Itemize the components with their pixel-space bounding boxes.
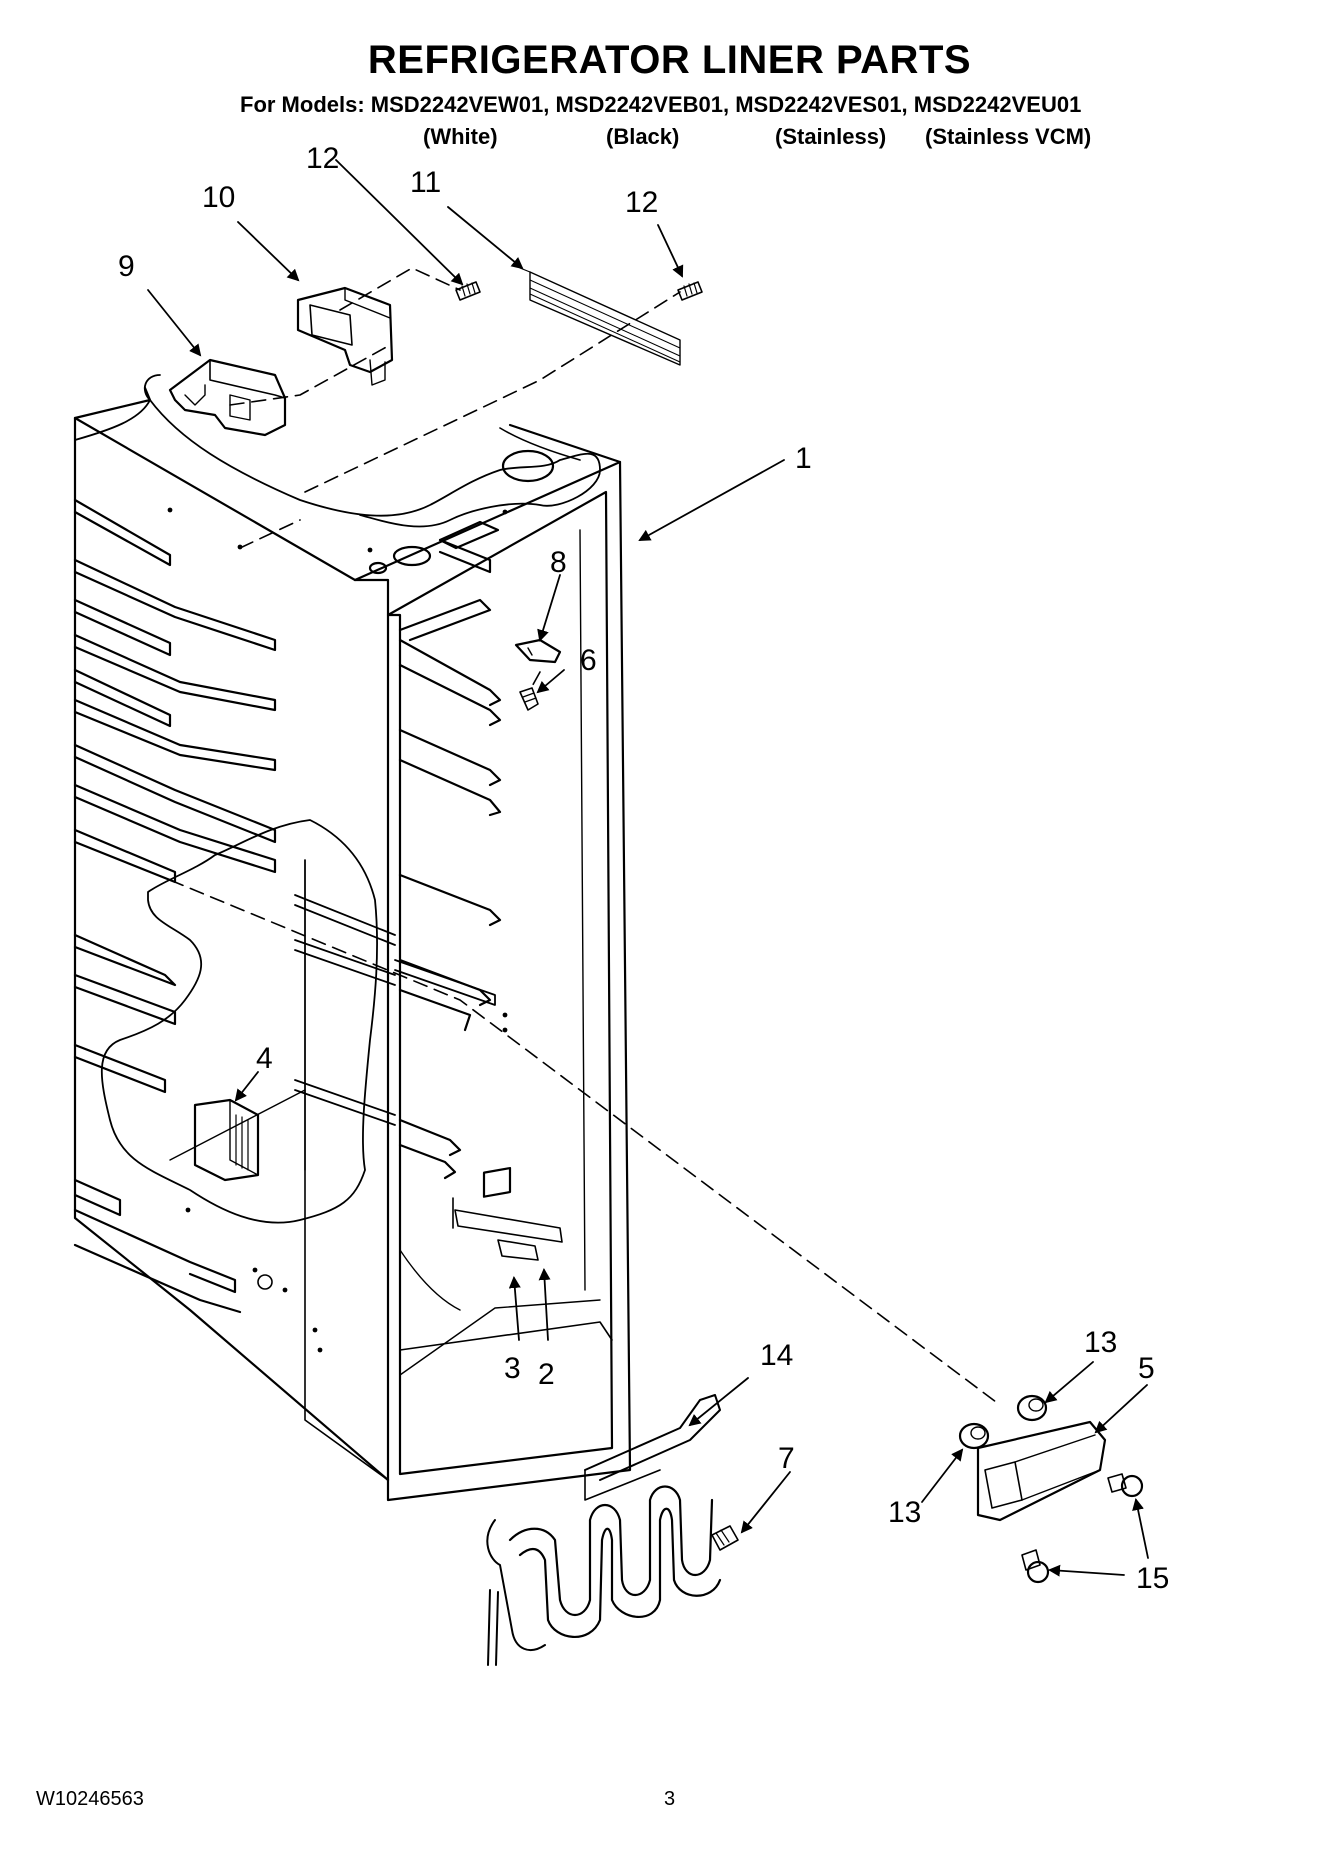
callout-11: 11 xyxy=(410,166,441,199)
assembly-dashed-lines xyxy=(169,267,1001,1406)
model-color: (White) xyxy=(423,124,498,149)
callout-8: 8 xyxy=(550,546,567,579)
document-number: W10246563 xyxy=(36,1788,144,1810)
bulb-part-15-upper xyxy=(1107,1473,1144,1498)
callout-6: 6 xyxy=(580,644,597,677)
callout-12-left: 12 xyxy=(306,142,339,175)
bracket-part-10 xyxy=(296,286,394,386)
callout-1: 1 xyxy=(795,442,812,475)
socket-part-13-top xyxy=(1016,1394,1048,1422)
callout-10: 10 xyxy=(202,181,235,214)
screw-part-7 xyxy=(711,1525,739,1551)
heater-part-14 xyxy=(486,1394,722,1666)
cutaway-top xyxy=(74,374,601,528)
model-color: (Black) xyxy=(606,124,680,149)
bulb-part-15-lower xyxy=(1021,1549,1050,1584)
screw-part-12-left xyxy=(455,281,481,301)
callout-5: 5 xyxy=(1138,1352,1155,1385)
callout-7: 7 xyxy=(778,1442,795,1475)
callout-numbers: 1 2 3 4 5 6 7 8 9 10 11 12 12 13 13 14 1… xyxy=(118,142,1169,1595)
page-number: 3 xyxy=(664,1788,676,1810)
callout-14: 14 xyxy=(760,1339,793,1372)
model-number: MSD2242VES01, xyxy=(735,92,908,117)
callout-13-bottom: 13 xyxy=(888,1496,921,1529)
model-color: (Stainless VCM) xyxy=(925,124,1092,149)
callout-15: 15 xyxy=(1136,1562,1169,1595)
screw-part-6 xyxy=(519,687,539,711)
callout-3: 3 xyxy=(504,1352,521,1385)
model-number: MSD2242VEU01 xyxy=(913,92,1082,117)
screw-part-12-right xyxy=(677,281,703,301)
callout-12-right: 12 xyxy=(625,186,658,219)
light-housing-part-5 xyxy=(976,1420,1107,1522)
callout-4: 4 xyxy=(256,1042,273,1075)
control-housing-part-9 xyxy=(168,358,287,437)
models-line: For Models: MSD2242VEW01, MSD2242VEB01, … xyxy=(240,92,1081,118)
model-number: MSD2242VEW01, xyxy=(370,92,550,117)
callout-13-top: 13 xyxy=(1084,1326,1117,1359)
model-color: (Stainless) xyxy=(775,124,887,149)
page-title: REFRIGERATOR LINER PARTS xyxy=(367,38,972,82)
callout-leaders xyxy=(147,159,1149,1577)
clip-part-8 xyxy=(514,638,562,664)
callout-2: 2 xyxy=(538,1358,555,1391)
light-shield-part-4 xyxy=(193,1098,260,1182)
models-prefix: For Models: xyxy=(240,92,365,117)
callout-9: 9 xyxy=(118,250,135,283)
model-number: MSD2242VEB01, xyxy=(555,92,730,117)
cutaway-middle xyxy=(100,819,378,1224)
socket-part-13-bottom xyxy=(958,1422,990,1450)
trim-strip-part-11 xyxy=(519,267,681,366)
